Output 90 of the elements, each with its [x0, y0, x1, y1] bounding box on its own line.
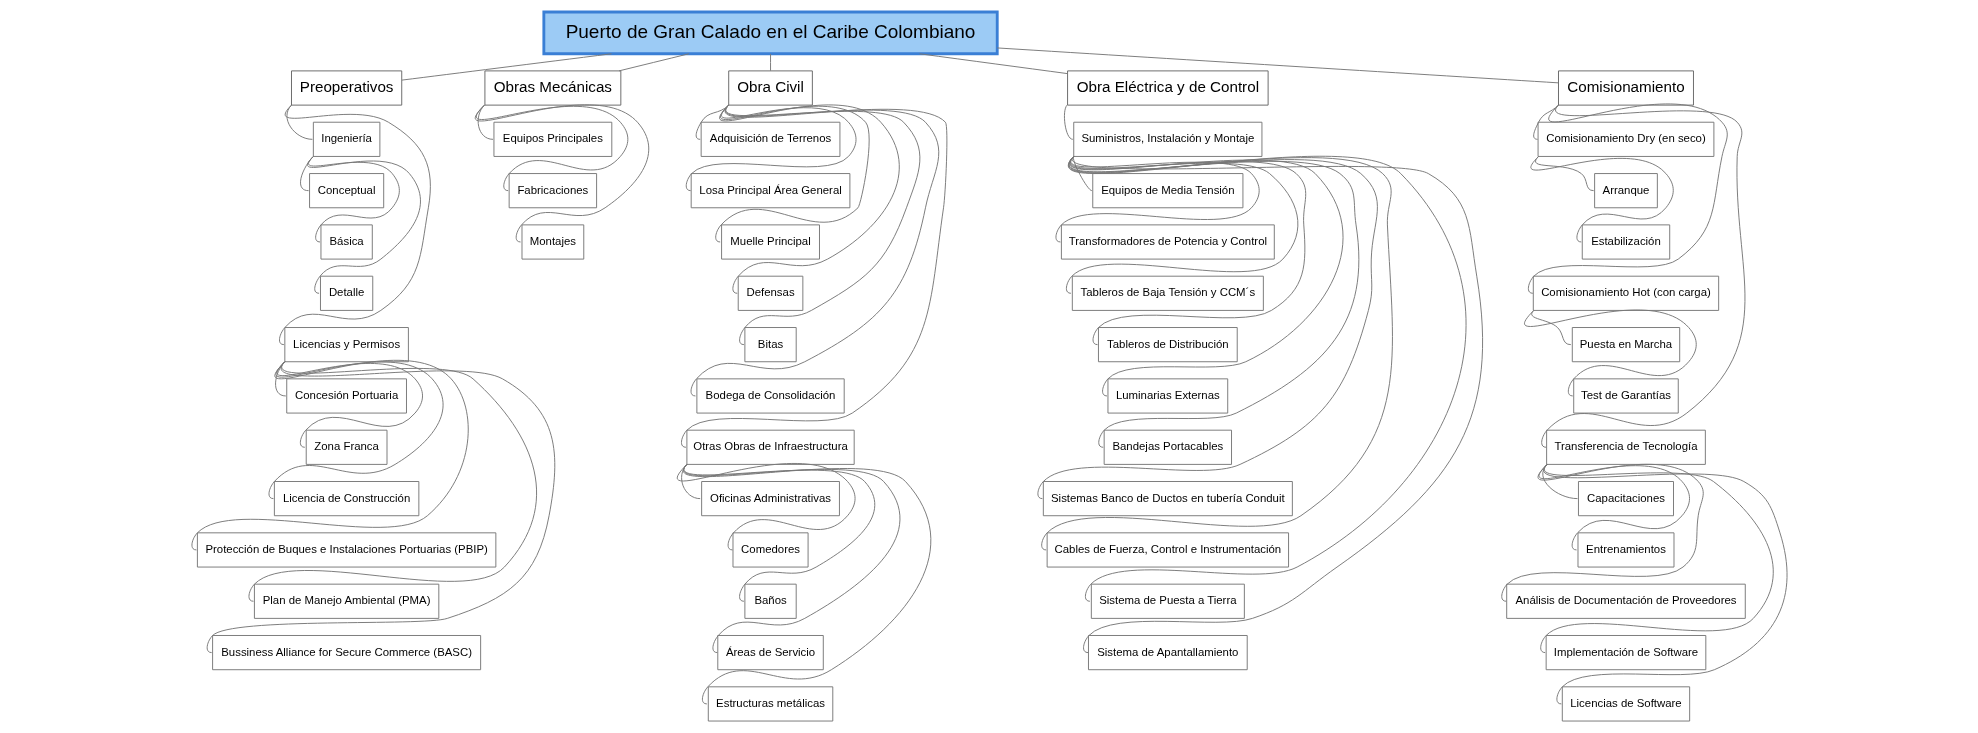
- connector: [719, 104, 900, 294]
- connector: [1534, 155, 1594, 192]
- connector: [695, 104, 729, 140]
- node-box: Equipos Principales: [492, 121, 612, 157]
- node-box: Fabricaciones: [508, 173, 597, 209]
- connector: [714, 104, 870, 243]
- connector: [276, 361, 423, 448]
- node-box: Equipos de Media Tensión: [1091, 173, 1243, 209]
- node-box: Test de Garantías: [1572, 378, 1679, 414]
- node-box: Sistemas Banco de Ductos en tubería Conduit: [1042, 481, 1293, 517]
- node-box: Áreas de Servicio: [716, 635, 824, 671]
- connector: [682, 463, 931, 705]
- node-box: Licencias de Software: [1561, 686, 1690, 722]
- node-box: Análisis de Documentación de Proveedores: [1505, 583, 1746, 619]
- node-box: Licencias y Permisos: [283, 327, 409, 363]
- connector: [1067, 155, 1466, 602]
- node-box: Estabilización: [1581, 224, 1670, 260]
- node-box: Implementación de Software: [1545, 635, 1706, 671]
- connector: [1054, 155, 1260, 243]
- node-box: Detalle: [319, 275, 373, 311]
- connector: [248, 361, 537, 602]
- connector: [206, 361, 555, 654]
- node-box: Comedores: [732, 532, 809, 568]
- node-box: Transferencia de Tecnología: [1545, 429, 1706, 465]
- node-box: Puesta en Marcha: [1571, 327, 1680, 363]
- node-box: Obras Mecánicas: [483, 70, 621, 106]
- node-box: Defensas: [737, 275, 803, 311]
- node-box: Capacitaciones: [1577, 481, 1674, 517]
- connector: [268, 361, 443, 500]
- connector: [618, 53, 689, 72]
- node-box: Básica: [320, 224, 373, 260]
- connector: [1065, 155, 1298, 294]
- node-box: Muelle Principal: [720, 224, 820, 260]
- node-box: Adquisición de Terrenos: [700, 121, 840, 157]
- node-box: Puerto de Gran Calado en el Caribe Colombiano: [541, 10, 999, 56]
- node-box: Bandejas Portacables: [1103, 429, 1232, 465]
- node-box: Transformadores de Potencia y Control: [1060, 224, 1275, 260]
- node-box: Zona Franca: [305, 429, 387, 465]
- connector: [190, 359, 469, 551]
- connector: [1072, 155, 1092, 192]
- connector: [1540, 104, 1745, 448]
- node-box: Entrenamientos: [1577, 532, 1674, 568]
- node-box: Conceptual: [308, 173, 384, 209]
- connector: [1538, 463, 1690, 551]
- connector: [278, 104, 431, 346]
- connector: [1530, 155, 1674, 243]
- node-box: Concesión Portuaria: [285, 378, 407, 414]
- node-box: Obra Eléctrica y de Control: [1066, 70, 1269, 106]
- connector: [685, 104, 856, 192]
- connector: [1539, 463, 1774, 654]
- node-box: Comisionamiento Hot (con carga): [1532, 275, 1719, 311]
- node-box: Arranque: [1593, 173, 1658, 209]
- node-box: Comisionamiento: [1557, 70, 1694, 106]
- connector: [475, 104, 628, 192]
- node-box: Losa Principal Área General: [690, 173, 850, 209]
- connector: [1063, 104, 1073, 140]
- node-box: Comisionamiento Dry (en seco): [1537, 121, 1714, 157]
- connector: [1500, 463, 1704, 602]
- node-box: Plan de Manejo Ambiental (PMA): [253, 583, 439, 619]
- connector: [676, 462, 856, 551]
- connector: [680, 104, 947, 448]
- node-box: Oficinas Administrativas: [700, 481, 840, 517]
- connector: [1036, 155, 1378, 500]
- node-box: Sistema de Apantallamiento: [1087, 635, 1248, 671]
- node-box: Obra Civil: [727, 70, 813, 106]
- connector: [474, 104, 649, 243]
- connector: [996, 47, 1559, 84]
- node-box: Otras Obras de Infraestructura: [685, 429, 855, 465]
- node-box: Bitas: [743, 327, 797, 363]
- node-box: Estructuras metálicas: [707, 686, 833, 722]
- connector: [769, 53, 771, 72]
- connector: [306, 155, 421, 294]
- node-box: Montajes: [521, 224, 584, 260]
- node-box: Protección de Buques e Instalaciones Portuarias (PBIP): [196, 532, 496, 568]
- node-box: Tableros de Baja Tensión y CCM´s: [1071, 275, 1264, 311]
- node-box: Preoperativos: [290, 70, 402, 106]
- connector: [401, 53, 612, 81]
- node-box: Bodega de Consolidación: [695, 378, 845, 414]
- node-box: Suministros, Instalación y Montaje: [1072, 121, 1262, 157]
- connector: [1524, 309, 1697, 397]
- node-box: Baños: [743, 583, 797, 619]
- connector: [1527, 103, 1728, 294]
- node-box: Cables de Fuerza, Control e Instrumentación: [1046, 532, 1289, 568]
- node-box: Bussiness Alliance for Secure Commerce (BASC): [211, 635, 481, 671]
- node-box: Sistema de Puesta a Tierra: [1090, 583, 1245, 619]
- connector: [918, 53, 1068, 75]
- node-box: Tableros de Distribución: [1097, 327, 1238, 363]
- node-box: Luminarias Externas: [1107, 378, 1228, 414]
- node-box: Ingeniería: [312, 121, 380, 157]
- node-box: Licencia de Construcción: [273, 481, 419, 517]
